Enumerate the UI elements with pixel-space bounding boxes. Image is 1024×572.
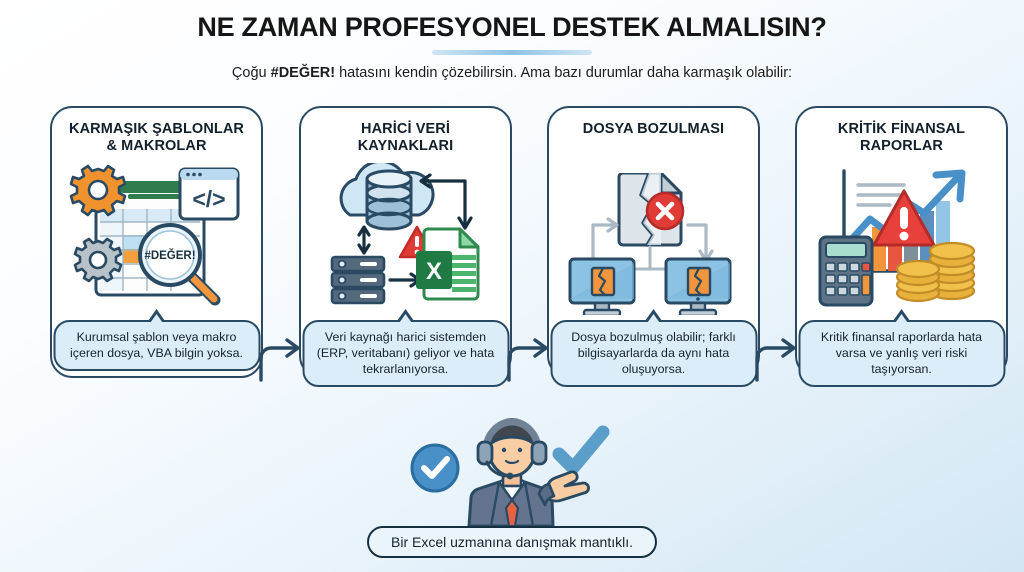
card-title-line2: RAPORLAR xyxy=(860,138,943,155)
card-caption-text: Kurumsal şablon veya makro içeren dosya,… xyxy=(70,330,243,361)
error-code-label: #DEĞER! xyxy=(144,249,195,262)
footer-caption-text: Bir Excel uzmanına danışmak mantıklı. xyxy=(391,534,633,550)
header: NE ZAMAN PROFESYONEL DESTEK ALMALISIN? Ç… xyxy=(0,0,1024,81)
footer-caption-bubble: Bir Excel uzmanına danışmak mantıklı. xyxy=(367,526,657,558)
subtitle-text-post: hatasını kendin çözebilirsin. Ama bazı d… xyxy=(335,65,793,81)
card-caption-bubble: Kurumsal şablon veya makro içeren dosya,… xyxy=(53,309,260,372)
card-kritik-finansal-raporlar[interactable]: KRİTİK FİNANSAL RAPORLAR xyxy=(795,106,1008,388)
subtitle-error-code: #DEĞER! xyxy=(270,65,336,81)
card-title-line1: KRİTİK FİNANSAL xyxy=(837,121,966,137)
cards-row: KARMAŞIK ŞABLONLAR & MAKROLAR xyxy=(0,106,1024,396)
spreadsheet-gears-magnifier-icon: </> #DEĞER! xyxy=(69,164,239,306)
arrow-card1-to-card2 xyxy=(255,322,307,384)
subtitle-text-pre: Çoğu xyxy=(231,65,271,81)
support-agent-illustration xyxy=(387,406,637,531)
card-karmasik-sablonlar[interactable]: KARMAŞIK ŞABLONLAR & MAKROLAR xyxy=(50,106,263,378)
cloud-database-server-excel-icon: X xyxy=(330,163,479,305)
support-agent-headset-icon xyxy=(410,418,610,528)
subtitle: Çoğu #DEĞER! hatasını kendin çözebilirsi… xyxy=(0,65,1024,81)
card-title: KARMAŞIK ŞABLONLAR & MAKROLAR xyxy=(52,121,261,155)
card-illustration xyxy=(797,160,1006,316)
footer-agent-block: Bir Excel uzmanına danışmak mantıklı. xyxy=(0,404,1024,572)
excel-letter-label: X xyxy=(425,258,441,285)
card-caption-text: Veri kaynağı harici sistemden (ERP, veri… xyxy=(316,330,495,377)
card-caption-bubble: Dosya bozulmuş olabilir; farklı bilgisay… xyxy=(550,309,757,388)
card-title: HARİCİ VERİ KAYNAKLARI xyxy=(301,121,510,155)
card-title-line1: KARMAŞIK ŞABLONLAR xyxy=(69,121,244,137)
svg-text:</>: </> xyxy=(192,186,225,212)
card-caption-bubble: Veri kaynağı harici sistemden (ERP, veri… xyxy=(302,309,509,388)
calculator-chart-coins-warning-icon xyxy=(818,169,975,307)
card-caption-text: Dosya bozulmuş olabilir; farklı bilgisay… xyxy=(571,330,736,377)
card-caption-text: Kritik finansal raporlarda hata varsa ve… xyxy=(820,330,983,377)
card-title: DOSYA BOZULMASI xyxy=(549,121,758,138)
arrow-card3-to-card4 xyxy=(751,322,803,384)
card-dosya-bozulmasi[interactable]: DOSYA BOZULMASI xyxy=(547,106,760,388)
card-title-line1: HARİCİ VERİ xyxy=(361,121,450,137)
card-illustration: </> #DEĞER! xyxy=(52,160,261,316)
page-title: NE ZAMAN PROFESYONEL DESTEK ALMALISIN? xyxy=(197,12,827,42)
arrow-card2-to-card3 xyxy=(503,322,555,384)
card-title-line2: KAYNAKLARI xyxy=(357,138,454,155)
card-title-line2: & MAKROLAR xyxy=(106,138,207,155)
card-illustration xyxy=(549,166,758,322)
title-underline-accent xyxy=(432,50,592,55)
card-title-line1: DOSYA BOZULMASI xyxy=(582,121,725,137)
card-harici-veri-kaynaklari[interactable]: HARİCİ VERİ KAYNAKLARI xyxy=(299,106,512,388)
card-title: KRİTİK FİNANSAL RAPORLAR xyxy=(797,121,1006,155)
card-illustration: X xyxy=(301,160,510,316)
corrupted-file-monitors-icon xyxy=(568,173,731,315)
card-caption-bubble: Kritik finansal raporlarda hata varsa ve… xyxy=(798,309,1005,388)
